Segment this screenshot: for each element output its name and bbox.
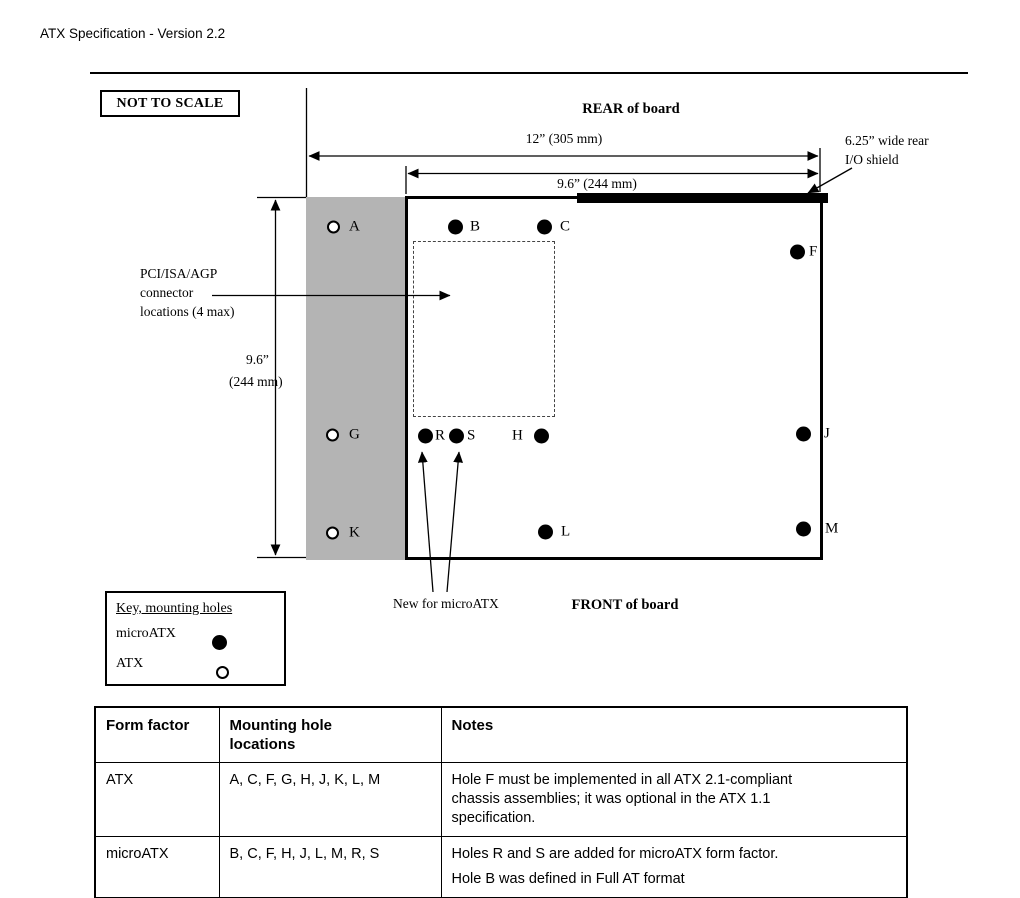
hole-label: M	[825, 520, 839, 537]
form-factor-table: Form factor Mounting hole locations Note…	[94, 706, 908, 898]
filled-hole-icon	[790, 244, 805, 260]
table-header-row: Form factor Mounting hole locations Note…	[94, 706, 908, 763]
open-hole-icon	[216, 666, 229, 679]
hole-G: G	[326, 427, 360, 444]
front-of-board-label: FRONT of board	[571, 597, 679, 613]
note-line: Holes R and S are added for microATX for…	[451, 846, 779, 862]
hole-A: A	[327, 219, 360, 236]
header-rule	[90, 72, 968, 74]
cell-locations: B, C, F, H, J, L, M, R, S	[218, 836, 442, 898]
key-atx-label: ATX	[116, 656, 144, 671]
hole-label: L	[561, 523, 571, 540]
filled-hole-icon	[796, 521, 811, 537]
io-shield-pointer-arrow	[807, 167, 853, 194]
hole-J: J	[796, 426, 830, 443]
mounting-hole-key: Key, mounting holes microATX ATX	[105, 591, 286, 686]
filled-hole-icon	[537, 219, 552, 235]
hole-K: K	[326, 525, 360, 542]
document-title: ATX Specification - Version 2.2	[40, 26, 226, 41]
hole-R: R	[418, 428, 445, 445]
filled-hole-icon	[796, 426, 811, 442]
open-hole-icon	[327, 220, 340, 234]
header-notes: Notes	[440, 706, 908, 763]
cell-locations: A, C, F, G, H, J, K, L, M	[218, 762, 442, 837]
hole-label: A	[349, 218, 360, 235]
io-shield-bar	[577, 193, 828, 203]
dim-12in-label: 12” (305 mm)	[525, 131, 603, 146]
pci-label-line2: connector	[140, 285, 194, 300]
open-hole-icon	[326, 428, 339, 442]
header-mounting-holes: Mounting hole locations	[218, 706, 442, 763]
hole-S: S	[449, 428, 475, 445]
pci-label-line3: locations (4 max)	[140, 304, 235, 319]
cell-notes: Hole F must be implemented in all ATX 2.…	[440, 762, 908, 837]
hole-label: K	[349, 524, 360, 541]
hole-label: C	[560, 218, 571, 235]
table-row-microatx: microATX B, C, F, H, J, L, M, R, S Holes…	[94, 836, 908, 898]
hole-label: F	[809, 243, 818, 260]
hole-M: M	[796, 521, 838, 538]
hole-label: H	[512, 427, 523, 444]
note-line: Hole B was defined in Full AT format	[451, 871, 685, 887]
new-for-microatx-label: New for microATX	[393, 596, 499, 611]
hole-label: R	[435, 427, 446, 444]
dim-9-6in-width-label: 9.6” (244 mm)	[557, 176, 637, 191]
hole-label: S	[467, 427, 476, 444]
cell-form-factor: microATX	[94, 836, 220, 898]
hole-C: C	[537, 219, 570, 236]
cell-form-factor: ATX	[94, 762, 220, 837]
open-hole-icon	[326, 526, 339, 540]
motherboard-outline	[405, 196, 823, 560]
connector-zone-strip	[306, 197, 405, 560]
pci-connector-label: PCI/ISA/AGP connector locations (4 max)	[140, 264, 234, 321]
note-line: Hole F must be implemented in all ATX 2.…	[451, 772, 793, 826]
not-to-scale-label: NOT TO SCALE	[116, 95, 224, 111]
hole-F: F	[790, 244, 817, 261]
filled-hole-icon	[212, 635, 227, 650]
filled-hole-icon	[448, 219, 463, 235]
hole-label: B	[470, 218, 481, 235]
pci-label-line1: PCI/ISA/AGP	[140, 266, 218, 281]
io-shield-label-line2: I/O shield	[845, 152, 899, 167]
hole-B: B	[448, 219, 480, 236]
filled-hole-icon	[533, 428, 549, 444]
io-shield-label-line1: 6.25” wide rear	[845, 133, 929, 148]
key-microatx-label: microATX	[116, 626, 176, 641]
dim-9-6in-height-unit: (244 mm)	[229, 374, 283, 389]
hole-label: G	[349, 426, 360, 443]
header-form-factor: Form factor	[94, 706, 220, 763]
cell-notes: Holes R and S are added for microATX for…	[440, 836, 908, 898]
rear-of-board-label: REAR of board	[582, 101, 680, 117]
hole-H: H	[512, 428, 549, 445]
hole-label: J	[824, 425, 830, 442]
key-title: Key, mounting holes	[116, 601, 233, 616]
not-to-scale-box: NOT TO SCALE	[100, 90, 240, 117]
table-row-atx: ATX A, C, F, G, H, J, K, L, M Hole F mus…	[94, 762, 908, 837]
filled-hole-icon	[418, 428, 433, 444]
pci-connector-region	[413, 241, 555, 417]
filled-hole-icon	[449, 428, 464, 444]
dim-9-6in-height-value: 9.6”	[246, 352, 269, 367]
hole-L: L	[538, 524, 570, 541]
filled-hole-icon	[538, 524, 553, 540]
